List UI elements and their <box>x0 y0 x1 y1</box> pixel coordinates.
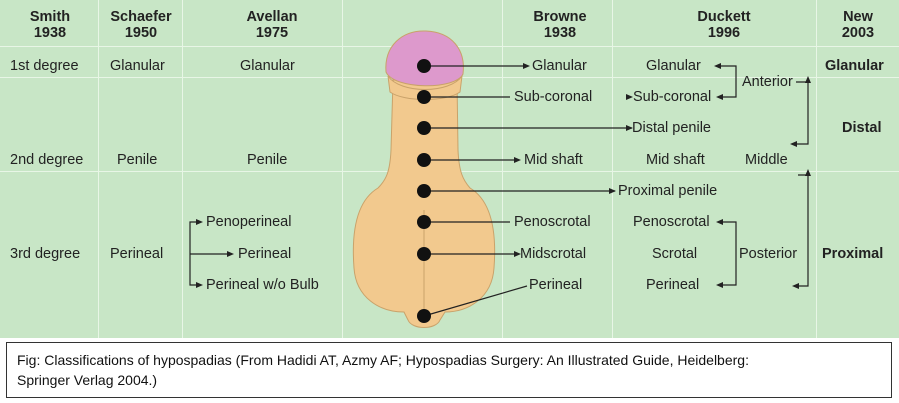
meatus-dot-perineal <box>417 309 431 323</box>
arrow-head <box>196 219 203 225</box>
meatus-dot-distal-penile <box>417 121 431 135</box>
header-schaefer: Schaefer 1950 <box>100 9 182 41</box>
duckett-perineal: Perineal <box>646 276 699 294</box>
duckett-subcoronal: Sub-coronal <box>633 88 711 106</box>
header-name: Duckett <box>684 9 764 25</box>
caption-line-1: Fig: Classifications of hypospadias (Fro… <box>17 350 881 370</box>
posterior-bracket <box>722 222 736 285</box>
avellan-glanular: Glanular <box>240 57 295 75</box>
arrow-head <box>716 94 723 100</box>
duckett-middle-group: Middle <box>745 151 788 169</box>
header-avellan: Avellan 1975 <box>232 9 312 41</box>
header-smith: Smith 1938 <box>10 9 90 41</box>
arrow-head <box>196 282 203 288</box>
new-glanular: Glanular <box>825 57 884 75</box>
meatus-dot-mid-shaft <box>417 153 431 167</box>
duckett-posterior-group: Posterior <box>739 245 797 263</box>
meatus-dot-proximal-penile <box>417 184 431 198</box>
arrow-head <box>227 251 234 257</box>
anterior-bracket <box>720 66 736 97</box>
duckett-anterior-group: Anterior <box>742 73 793 91</box>
avellan-penoperineal: Penoperineal <box>206 213 291 231</box>
arrow-head <box>609 188 616 194</box>
browne-subcoronal: Sub-coronal <box>514 88 592 106</box>
avellan-perineal-without-bulb: Perineal w/o Bulb <box>206 276 319 294</box>
connector-layer <box>0 0 899 338</box>
meatus-dot-subcoronal <box>417 90 431 104</box>
avellan-perineal: Perineal <box>238 245 291 263</box>
callout-proximal-penile: Proximal penile <box>618 182 717 200</box>
header-year: 2003 <box>828 25 888 41</box>
callout-distal-penile: Distal penile <box>632 119 711 137</box>
arrow-head <box>714 63 721 69</box>
arrow-head <box>523 63 530 69</box>
header-name: Browne <box>520 9 600 25</box>
browne-glanular: Glanular <box>532 57 587 75</box>
new-proximal: Proximal <box>822 245 883 263</box>
header-year: 1975 <box>232 25 312 41</box>
duckett-penoscrotal: Penoscrotal <box>633 213 710 231</box>
schaefer-glanular: Glanular <box>110 57 165 75</box>
header-browne: Browne 1938 <box>520 9 600 41</box>
duckett-scrotal: Scrotal <box>652 245 697 263</box>
duckett-mid-shaft: Mid shaft <box>646 151 705 169</box>
schaefer-penile: Penile <box>117 151 157 169</box>
arrow-head <box>792 283 799 289</box>
header-new: New 2003 <box>828 9 888 41</box>
meatus-dot-midscrotal <box>417 247 431 261</box>
browne-perineal: Perineal <box>529 276 582 294</box>
arrow-head <box>805 169 811 176</box>
header-year: 1996 <box>684 25 764 41</box>
browne-midscrotal: Midscrotal <box>520 245 586 263</box>
smith-first-degree: 1st degree <box>10 57 79 75</box>
meatus-dot-penoscrotal <box>417 215 431 229</box>
schaefer-perineal: Perineal <box>110 245 163 263</box>
header-duckett: Duckett 1996 <box>684 9 764 41</box>
header-name: Schaefer <box>100 9 182 25</box>
leader-line <box>424 286 527 316</box>
smith-third-degree: 3rd degree <box>10 245 80 263</box>
smith-second-degree: 2nd degree <box>10 151 83 169</box>
arrow-head <box>514 157 521 163</box>
caption-line-2: Springer Verlag 2004.) <box>17 370 881 390</box>
meatus-dot-glanular <box>417 59 431 73</box>
header-name: Avellan <box>232 9 312 25</box>
arrow-head <box>790 141 797 147</box>
new-distal: Distal <box>842 119 882 137</box>
browne-penoscrotal: Penoscrotal <box>514 213 591 231</box>
duckett-glanular: Glanular <box>646 57 701 75</box>
browne-mid-shaft: Mid shaft <box>524 151 583 169</box>
figure-caption: Fig: Classifications of hypospadias (Fro… <box>6 342 892 398</box>
header-year: 1938 <box>520 25 600 41</box>
arrow-head <box>716 219 723 225</box>
avellan-penile: Penile <box>247 151 287 169</box>
arrow-head <box>716 282 723 288</box>
header-year: 1938 <box>10 25 90 41</box>
arrow-head <box>626 94 633 100</box>
proximal-bracket <box>798 175 808 286</box>
distal-bracket <box>796 82 808 144</box>
header-name: Smith <box>10 9 90 25</box>
header-year: 1950 <box>100 25 182 41</box>
header-name: New <box>828 9 888 25</box>
arrow-head <box>805 76 811 83</box>
